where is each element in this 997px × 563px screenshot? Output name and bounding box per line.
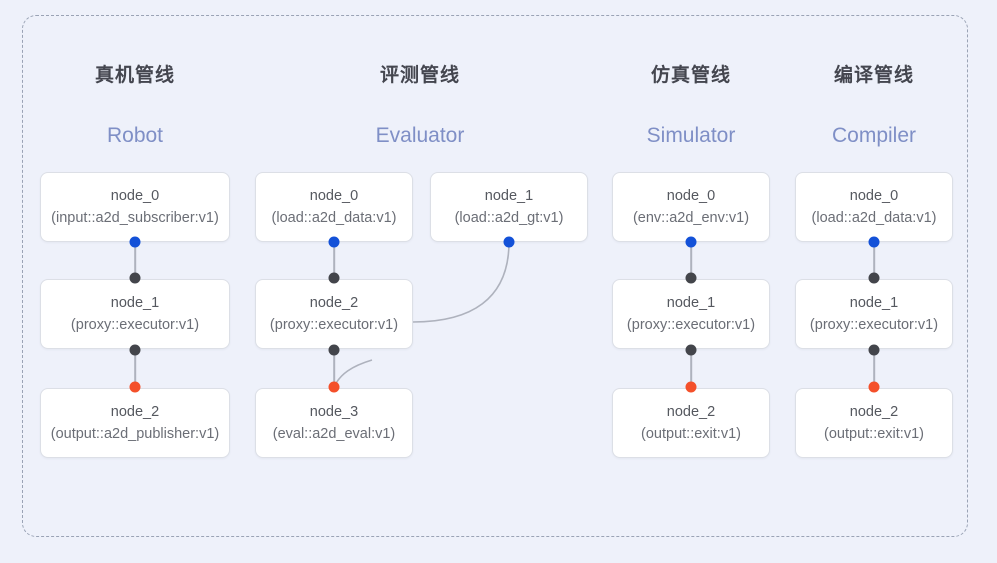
node-title: node_1 xyxy=(666,295,716,312)
port-output-eval-node-2[interactable] xyxy=(328,344,340,356)
node-title: node_0 xyxy=(849,188,899,205)
port-input-sim-node-1[interactable] xyxy=(685,272,697,284)
node-title: node_2 xyxy=(110,404,160,421)
port-output-comp-node-0[interactable] xyxy=(868,236,880,248)
node-title: node_0 xyxy=(309,188,359,205)
port-output-sim-node-0[interactable] xyxy=(685,236,697,248)
edge-sim-0-to-1 xyxy=(690,242,692,278)
node-card-robot-node-0[interactable]: node_0 (input::a2d_subscriber:v1) xyxy=(40,172,230,242)
node-subtitle: (load::a2d_data:v1) xyxy=(271,209,397,226)
edge-robot-1-to-2 xyxy=(134,350,136,387)
column-title-cn-evaluator: 评测管线 xyxy=(379,65,460,86)
column-title-cn-simulator: 仿真管线 xyxy=(650,65,731,86)
node-title: node_0 xyxy=(110,188,160,205)
node-card-comp-node-1[interactable]: node_1 (proxy::executor:v1) xyxy=(795,279,953,349)
node-card-sim-node-2[interactable]: node_2 (output::exit:v1) xyxy=(612,388,770,458)
port-output-sim-node-1[interactable] xyxy=(685,344,697,356)
node-card-eval-node-0[interactable]: node_0 (load::a2d_data:v1) xyxy=(255,172,413,242)
node-card-eval-node-2[interactable]: node_2 (proxy::executor:v1) xyxy=(255,279,413,349)
node-title: node_3 xyxy=(309,404,359,421)
edge-comp-0-to-1 xyxy=(873,242,875,278)
column-title-en-simulator: Simulator xyxy=(646,124,736,147)
node-subtitle: (proxy::executor:v1) xyxy=(809,316,939,333)
port-output-eval-node-1[interactable] xyxy=(503,236,515,248)
pipeline-group-frame xyxy=(22,15,968,537)
column-title-cn-compiler: 编译管线 xyxy=(833,65,914,86)
port-input-robot-node-2[interactable] xyxy=(129,381,141,393)
port-input-eval-node-3[interactable] xyxy=(328,381,340,393)
node-subtitle: (eval::a2d_eval:v1) xyxy=(272,425,396,442)
node-card-sim-node-0[interactable]: node_0 (env::a2d_env:v1) xyxy=(612,172,770,242)
edge-sim-1-to-2 xyxy=(690,350,692,387)
node-subtitle: (load::a2d_data:v1) xyxy=(811,209,937,226)
port-output-eval-node-0[interactable] xyxy=(328,236,340,248)
node-title: node_2 xyxy=(849,404,899,421)
node-card-comp-node-0[interactable]: node_0 (load::a2d_data:v1) xyxy=(795,172,953,242)
node-title: node_0 xyxy=(666,188,716,205)
port-input-sim-node-2[interactable] xyxy=(685,381,697,393)
node-card-eval-node-3[interactable]: node_3 (eval::a2d_eval:v1) xyxy=(255,388,413,458)
node-subtitle: (output::a2d_publisher:v1) xyxy=(50,425,220,442)
node-card-robot-node-1[interactable]: node_1 (proxy::executor:v1) xyxy=(40,279,230,349)
node-title: node_1 xyxy=(110,295,160,312)
port-output-robot-node-1[interactable] xyxy=(129,344,141,356)
node-subtitle: (load::a2d_gt:v1) xyxy=(454,209,564,226)
port-output-comp-node-1[interactable] xyxy=(868,344,880,356)
node-subtitle: (env::a2d_env:v1) xyxy=(632,209,750,226)
node-card-robot-node-2[interactable]: node_2 (output::a2d_publisher:v1) xyxy=(40,388,230,458)
node-card-eval-node-1[interactable]: node_1 (load::a2d_gt:v1) xyxy=(430,172,588,242)
node-title: node_2 xyxy=(309,295,359,312)
column-title-en-compiler: Compiler xyxy=(831,124,917,147)
column-title-en-robot: Robot xyxy=(106,124,164,147)
port-input-robot-node-1[interactable] xyxy=(129,272,141,284)
node-title: node_1 xyxy=(849,295,899,312)
column-title-cn-robot: 真机管线 xyxy=(94,65,175,86)
port-input-eval-node-2[interactable] xyxy=(328,272,340,284)
node-subtitle: (proxy::executor:v1) xyxy=(269,316,399,333)
node-subtitle: (output::exit:v1) xyxy=(641,425,741,442)
port-input-comp-node-2[interactable] xyxy=(868,381,880,393)
node-subtitle: (proxy::executor:v1) xyxy=(70,316,200,333)
node-subtitle: (input::a2d_subscriber:v1) xyxy=(51,209,219,226)
node-card-sim-node-1[interactable]: node_1 (proxy::executor:v1) xyxy=(612,279,770,349)
node-subtitle: (output::exit:v1) xyxy=(824,425,924,442)
port-output-robot-node-0[interactable] xyxy=(129,236,141,248)
edge-comp-1-to-2 xyxy=(873,350,875,387)
edge-eval-0-to-2 xyxy=(333,242,335,278)
column-title-en-evaluator: Evaluator xyxy=(375,124,465,147)
node-subtitle: (proxy::executor:v1) xyxy=(626,316,756,333)
port-input-comp-node-1[interactable] xyxy=(868,272,880,284)
node-card-comp-node-2[interactable]: node_2 (output::exit:v1) xyxy=(795,388,953,458)
node-title: node_2 xyxy=(666,404,716,421)
edge-robot-0-to-1 xyxy=(134,242,136,278)
node-title: node_1 xyxy=(484,188,534,205)
